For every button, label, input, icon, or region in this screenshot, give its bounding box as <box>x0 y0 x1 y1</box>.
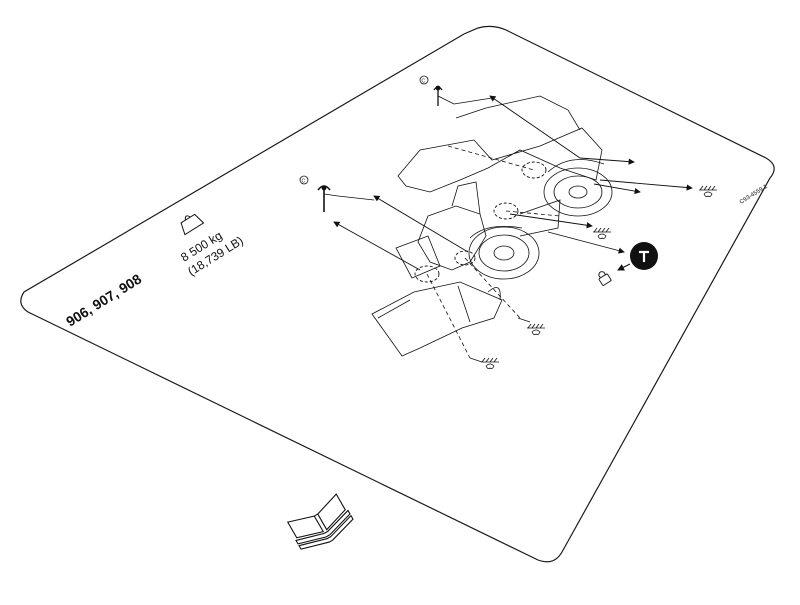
lift-point-mid <box>493 202 519 220</box>
hook-icon <box>317 185 331 212</box>
lifting-rig-left: C <box>299 175 375 212</box>
rear-wheel <box>543 159 613 217</box>
tie-down-symbols <box>469 185 717 370</box>
lift-point-c-right-label: C <box>422 79 426 85</box>
decal-sheet <box>20 25 775 563</box>
machine-drawing <box>371 95 613 357</box>
lift-point-rear <box>521 161 547 179</box>
lift-point-c-right-marker <box>419 75 429 85</box>
lock-icon <box>598 271 612 286</box>
manual-book-icon <box>286 493 354 550</box>
pin-symbol-icon <box>630 242 658 270</box>
front-wheel <box>468 225 540 280</box>
tie-down-icon <box>527 323 545 336</box>
bucket <box>371 281 503 357</box>
dashed-leaders <box>426 145 561 359</box>
lift-arrows <box>333 95 693 271</box>
lift-point-front-arm <box>454 250 476 266</box>
lift-point-c-left-marker <box>299 175 309 185</box>
cab-outline <box>397 127 603 193</box>
loader-arm <box>417 205 487 271</box>
lifting-rig-right: C <box>419 75 493 106</box>
hook-icon <box>433 85 443 106</box>
lift-point-bucket <box>414 265 440 283</box>
lift-points <box>414 161 547 283</box>
tie-down-icon <box>481 357 499 370</box>
weight-icon <box>180 213 205 236</box>
lift-point-c-left-label: C <box>302 179 306 185</box>
tie-down-icon <box>699 185 717 198</box>
tie-down-icon <box>593 227 611 240</box>
